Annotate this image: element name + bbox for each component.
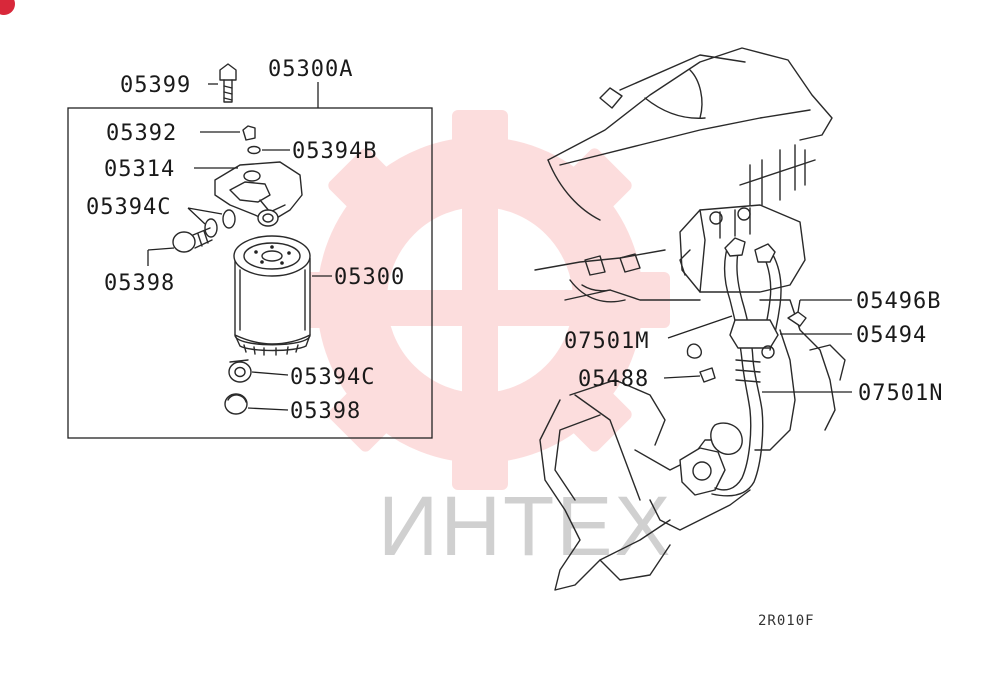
watermark-logo-icon [290, 110, 670, 490]
watermark-text: ИНТЕХ [378, 479, 672, 573]
fuel-filter-05300-icon [233, 235, 311, 356]
banjo-bolt-05398-lower-icon [224, 393, 248, 415]
corner-badge-icon [0, 0, 15, 15]
callout-07501m: 07501M [564, 329, 649, 354]
washer-05394b-icon [247, 145, 261, 155]
callout-05496b: 05496B [856, 289, 941, 314]
filter-head-05314-icon [214, 161, 303, 227]
engine-block-illustration [534, 47, 846, 591]
callout-05314: 05314 [104, 157, 175, 182]
callout-05488: 05488 [578, 367, 649, 392]
bolt-05399-icon [219, 63, 237, 103]
callout-05300a: 05300A [268, 57, 353, 82]
callout-05394c-upper: 05394C [86, 195, 171, 220]
callout-05300: 05300 [334, 265, 405, 290]
banjo-bolt-05398-upper-icon [172, 227, 213, 253]
callout-07501n: 07501N [858, 381, 943, 406]
washer-05394c-upper-icon [204, 209, 236, 238]
drawing-code: 2R010F [758, 613, 815, 629]
callout-05399: 05399 [120, 73, 191, 98]
exploded-view-frame [67, 107, 433, 439]
plug-05392-icon [242, 125, 256, 141]
callout-05394b: 05394B [292, 139, 377, 164]
callout-05398-lower: 05398 [290, 399, 361, 424]
callout-05494: 05494 [856, 323, 927, 348]
callout-05392: 05392 [106, 121, 177, 146]
washer-05394c-lower-icon [228, 359, 252, 383]
leader-lines [147, 82, 852, 411]
callout-05394c-lower: 05394C [290, 365, 375, 390]
callout-05398-upper: 05398 [104, 271, 175, 296]
